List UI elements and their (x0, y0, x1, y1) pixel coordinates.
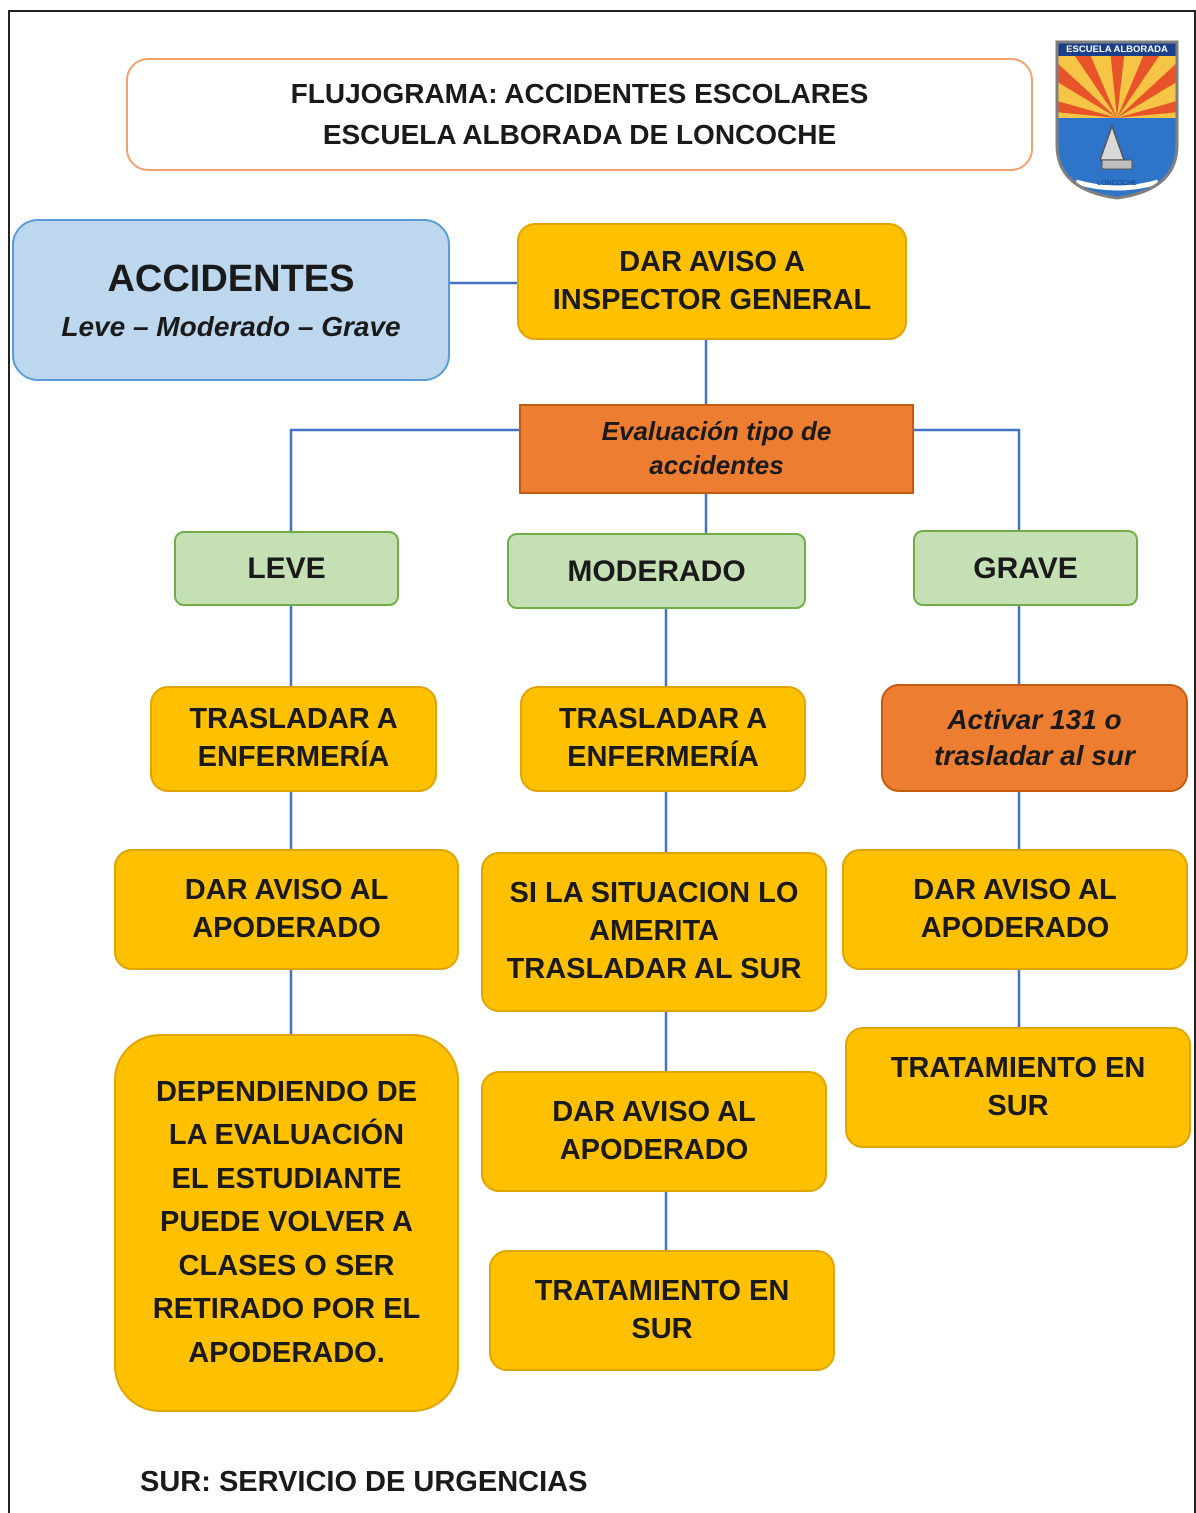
moderado-step-2-line-3: TRASLADAR AL SUR (506, 952, 802, 985)
leve-step-2-box: DAR AVISO AL APODERADO (114, 849, 459, 970)
evaluacion-line-2: accidentes (649, 450, 784, 480)
connector-evaluacion-leve (289, 428, 520, 531)
footer-note: SUR: SERVICIO DE URGENCIAS (140, 1466, 588, 1498)
moderado-label: MODERADO (567, 554, 746, 588)
leve-step-3-box: DEPENDIENDO DE LA EVALUACIÓN EL ESTUDIAN… (114, 1034, 459, 1412)
logo-bottom-text: LONCOCHE (1097, 180, 1137, 187)
accidentes-box: ACCIDENTES Leve – Moderado – Grave (12, 219, 450, 381)
moderado-step-1-box: TRASLADAR A ENFERMERÍA (520, 686, 806, 792)
leve-step-3-line-6: RETIRADO POR EL (152, 1293, 421, 1326)
leve-step-1-line-1: TRASLADAR A (189, 703, 398, 736)
grave-step-3-box: TRATAMIENTO EN SUR (845, 1027, 1191, 1148)
grave-step-1-line-1: Activar 131 o (947, 703, 1122, 735)
grave-step-1-box: Activar 131 o trasladar al sur (881, 684, 1188, 792)
grave-step-1-line-2: trasladar al sur (934, 740, 1135, 771)
moderado-step-3-box: DAR AVISO AL APODERADO (481, 1071, 827, 1192)
moderado-step-3-line-2: APODERADO (559, 1133, 749, 1166)
moderado-step-4-box: TRATAMIENTO EN SUR (489, 1250, 835, 1371)
moderado-step-1-line-1: TRASLADAR A (558, 703, 768, 736)
aviso-inspector-line-2: INSPECTOR GENERAL (552, 283, 872, 316)
leve-box: LEVE (174, 531, 399, 606)
connector-evaluacion-grave (913, 428, 1021, 530)
aviso-inspector-line-1: DAR AVISO A (619, 245, 805, 278)
moderado-step-2-line-2: AMERITA (589, 915, 719, 948)
leve-step-1-line-2: ENFERMERÍA (197, 741, 390, 773)
logo-top-text: ESCUELA ALBORADA (1066, 44, 1168, 55)
moderado-step-1-line-2: ENFERMERÍA (567, 741, 759, 773)
grave-step-2-box: DAR AVISO AL APODERADO (842, 849, 1188, 970)
accidentes-title: ACCIDENTES (107, 258, 355, 301)
grave-label: GRAVE (973, 551, 1078, 585)
grave-box: GRAVE (913, 530, 1138, 606)
leve-step-3-line-4: PUEDE VOLVER A (160, 1206, 413, 1239)
title-line-1: FLUJOGRAMA: ACCIDENTES ESCOLARES (290, 77, 869, 109)
moderado-step-4-line-1: TRATAMIENTO EN (534, 1274, 790, 1307)
moderado-step-2-line-1: SI LA SITUACION LO (509, 877, 799, 910)
grave-step-3-line-1: TRATAMIENTO EN (890, 1051, 1146, 1084)
leve-step-3-line-1: DEPENDIENDO DE (155, 1075, 418, 1108)
flowchart-title: FLUJOGRAMA: ACCIDENTES ESCOLARES ESCUELA… (126, 58, 1033, 171)
page-frame (8, 10, 1196, 1513)
grave-step-3-line-2: SUR (987, 1089, 1049, 1122)
leve-label: LEVE (247, 552, 326, 585)
evaluacion-line-1: Evaluación tipo de (601, 416, 832, 447)
moderado-step-3-line-1: DAR AVISO AL (552, 1095, 756, 1128)
grave-step-2-line-1: DAR AVISO AL (913, 873, 1117, 906)
leve-step-2-line-1: DAR AVISO AL (184, 873, 389, 906)
grave-step-2-line-2: APODERADO (920, 911, 1110, 944)
leve-step-1-box: TRASLADAR A ENFERMERÍA (150, 686, 437, 792)
leve-step-3-line-7: APODERADO. (188, 1336, 385, 1369)
accidentes-subtitle: Leve – Moderado – Grave (61, 310, 401, 342)
evaluacion-box: Evaluación tipo de accidentes (519, 404, 914, 494)
leve-step-2-line-2: APODERADO (192, 911, 381, 944)
leve-step-3-line-2: LA EVALUACIÓN (168, 1119, 405, 1152)
moderado-step-4-line-2: SUR (631, 1312, 693, 1345)
leve-step-3-line-5: CLASES O SER (178, 1249, 395, 1282)
aviso-inspector-box: DAR AVISO A INSPECTOR GENERAL (517, 223, 907, 340)
moderado-step-2-box: SI LA SITUACION LO AMERITA TRASLADAR AL … (481, 852, 827, 1012)
leve-step-3-line-3: EL ESTUDIANTE (171, 1162, 402, 1195)
moderado-box: MODERADO (507, 533, 806, 609)
title-line-2: ESCUELA ALBORADA DE LONCOCHE (322, 118, 837, 150)
school-crest-logo: ESCUELA ALBORADA LONCOCHE (1055, 40, 1179, 200)
